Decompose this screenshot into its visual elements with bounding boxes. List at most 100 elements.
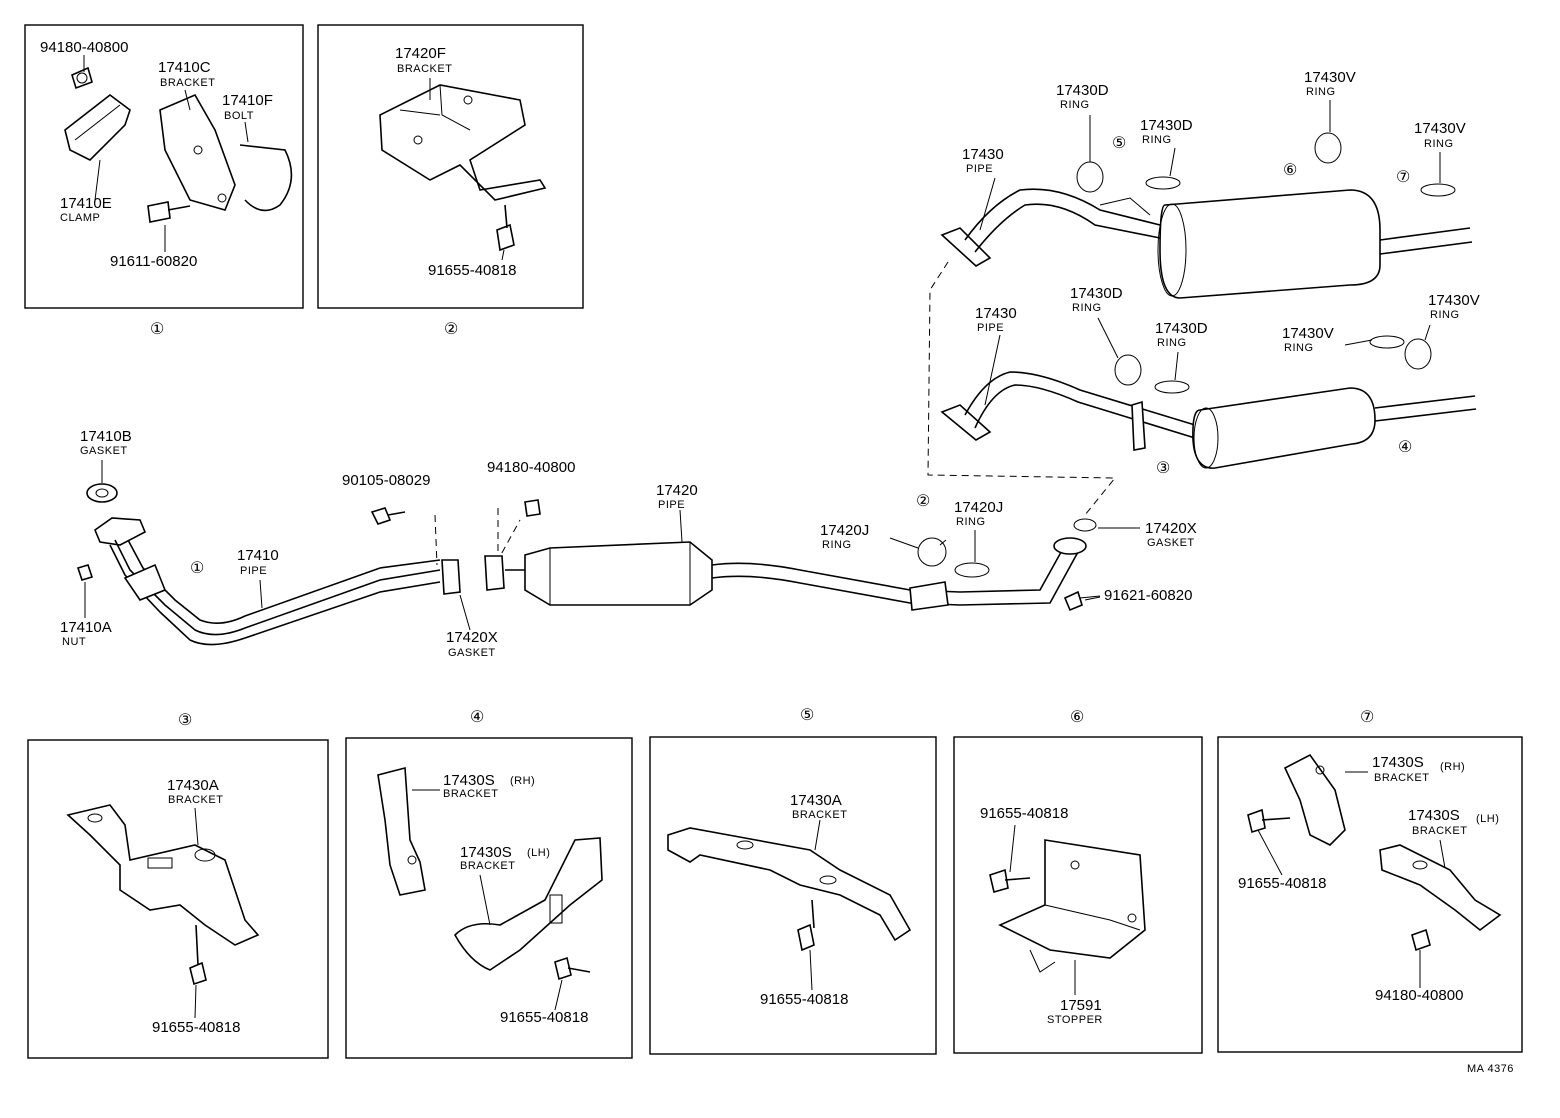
gasket-icon	[1073, 518, 1097, 532]
label-17430v: 17430V	[1304, 69, 1356, 86]
label-clamp: CLAMP	[60, 212, 100, 224]
label-17430s-lh: 17430S	[460, 844, 512, 861]
bracket-rh-icon	[1283, 753, 1346, 846]
callout-1: ①	[150, 321, 164, 338]
screw-icon	[1247, 808, 1266, 834]
detail-5-drawing	[667, 827, 912, 952]
label-bracket: BRACKET	[460, 860, 515, 872]
label-bracket: BRACKET	[160, 77, 215, 89]
label-ring: RING	[1306, 86, 1336, 98]
label-gasket: GASKET	[80, 445, 128, 457]
muffler-icon	[1192, 387, 1376, 469]
label-91655-40818: 91655-40818	[980, 805, 1068, 822]
gasket-icon	[86, 483, 118, 503]
screw-icon	[189, 961, 207, 986]
callout-2: ②	[916, 493, 930, 510]
bracket-icon	[123, 563, 167, 601]
muffler-icon	[524, 541, 713, 606]
label-17430a: 17430A	[167, 777, 219, 794]
label-rh: (RH)	[510, 775, 535, 787]
upper-tailpipe-drawing	[940, 132, 1473, 299]
label-17430v: 17430V	[1414, 120, 1466, 137]
callout-3: ③	[1156, 460, 1170, 477]
bracket-icon	[909, 581, 949, 611]
label-17410b: 17410B	[80, 428, 132, 445]
label-ring: RING	[822, 539, 852, 551]
screw-icon	[147, 201, 171, 223]
label-bracket: BRACKET	[443, 788, 498, 800]
label-gasket: GASKET	[448, 647, 496, 659]
label-17430d: 17430D	[1155, 320, 1208, 337]
label-91655-40818: 91655-40818	[428, 262, 516, 279]
label-17410c: 17410C	[158, 59, 211, 76]
label-ring: RING	[956, 516, 986, 528]
nut-icon	[524, 499, 541, 517]
label-17420j: 17420J	[954, 499, 1003, 516]
detail-2-box	[317, 24, 584, 309]
bracket-lh-icon	[1379, 844, 1502, 932]
bracket-rh-icon	[377, 766, 426, 896]
ring-icon	[1369, 335, 1405, 349]
label-94180-40800: 94180-40800	[487, 459, 575, 476]
label-17420x: 17420X	[446, 629, 498, 646]
bolt-icon	[370, 507, 392, 525]
bracket-lh-icon	[454, 837, 603, 971]
label-lh: (LH)	[527, 847, 550, 859]
label-91655-40818: 91655-40818	[760, 991, 848, 1008]
label-17430a: 17430A	[790, 792, 842, 809]
label-17430s-rh: 17430S	[443, 772, 495, 789]
label-17410e: 17410E	[60, 195, 112, 212]
label-91655-40818: 91655-40818	[1238, 875, 1326, 892]
callout-2: ②	[444, 321, 458, 338]
label-gasket: GASKET	[1147, 537, 1195, 549]
callout-5: ⑤	[1112, 135, 1126, 152]
bracket-icon	[66, 804, 260, 946]
screw-icon	[797, 923, 815, 952]
detail-2-drawing	[379, 84, 547, 252]
callout-1: ①	[190, 560, 204, 577]
label-pipe: PIPE	[240, 565, 267, 577]
label-ring: RING	[1424, 138, 1454, 150]
label-rh: (RH)	[1440, 761, 1465, 773]
callout-7: ⑦	[1360, 709, 1374, 726]
detail-1-drawing	[64, 66, 293, 223]
detail-3-box	[27, 739, 329, 1059]
clamp-icon	[64, 93, 131, 161]
label-17430d: 17430D	[1140, 117, 1193, 134]
connection-dashed-line	[434, 508, 521, 566]
label-ring: RING	[1060, 99, 1090, 111]
bracket-icon	[159, 93, 236, 211]
ring-icon	[1404, 338, 1432, 370]
screw-icon	[554, 956, 572, 981]
label-94180-40800: 94180-40800	[40, 39, 128, 56]
callout-4: ④	[1398, 439, 1412, 456]
flange-icon	[94, 517, 147, 546]
label-pipe: PIPE	[977, 322, 1004, 334]
label-17430: 17430	[975, 305, 1017, 322]
lower-tailpipe-drawing	[940, 335, 1477, 469]
gasket-icon	[484, 555, 505, 591]
detail-3-drawing	[66, 804, 260, 986]
label-ring: RING	[1157, 337, 1187, 349]
leader-lines	[83, 55, 1446, 1019]
flange-icon	[1053, 537, 1087, 555]
u-bolt-icon	[239, 144, 293, 212]
label-bracket: BRACKET	[168, 794, 223, 806]
label-17430s-rh: 17430S	[1372, 754, 1424, 771]
label-pipe: PIPE	[966, 163, 993, 175]
callout-3: ③	[178, 712, 192, 729]
label-ring: RING	[1142, 134, 1172, 146]
label-17410f: 17410F	[222, 92, 273, 109]
detail-5-box	[649, 736, 937, 1055]
ring-icon	[1145, 176, 1181, 190]
label-17430d: 17430D	[1056, 82, 1109, 99]
screw-icon	[496, 223, 515, 252]
label-bracket: BRACKET	[1412, 825, 1467, 837]
nut-icon	[76, 564, 94, 581]
callout-4: ④	[470, 709, 484, 726]
label-17420: 17420	[656, 482, 698, 499]
label-91655-40818: 91655-40818	[152, 1019, 240, 1036]
flange-icon	[940, 227, 992, 267]
detail-4-drawing	[377, 766, 603, 981]
